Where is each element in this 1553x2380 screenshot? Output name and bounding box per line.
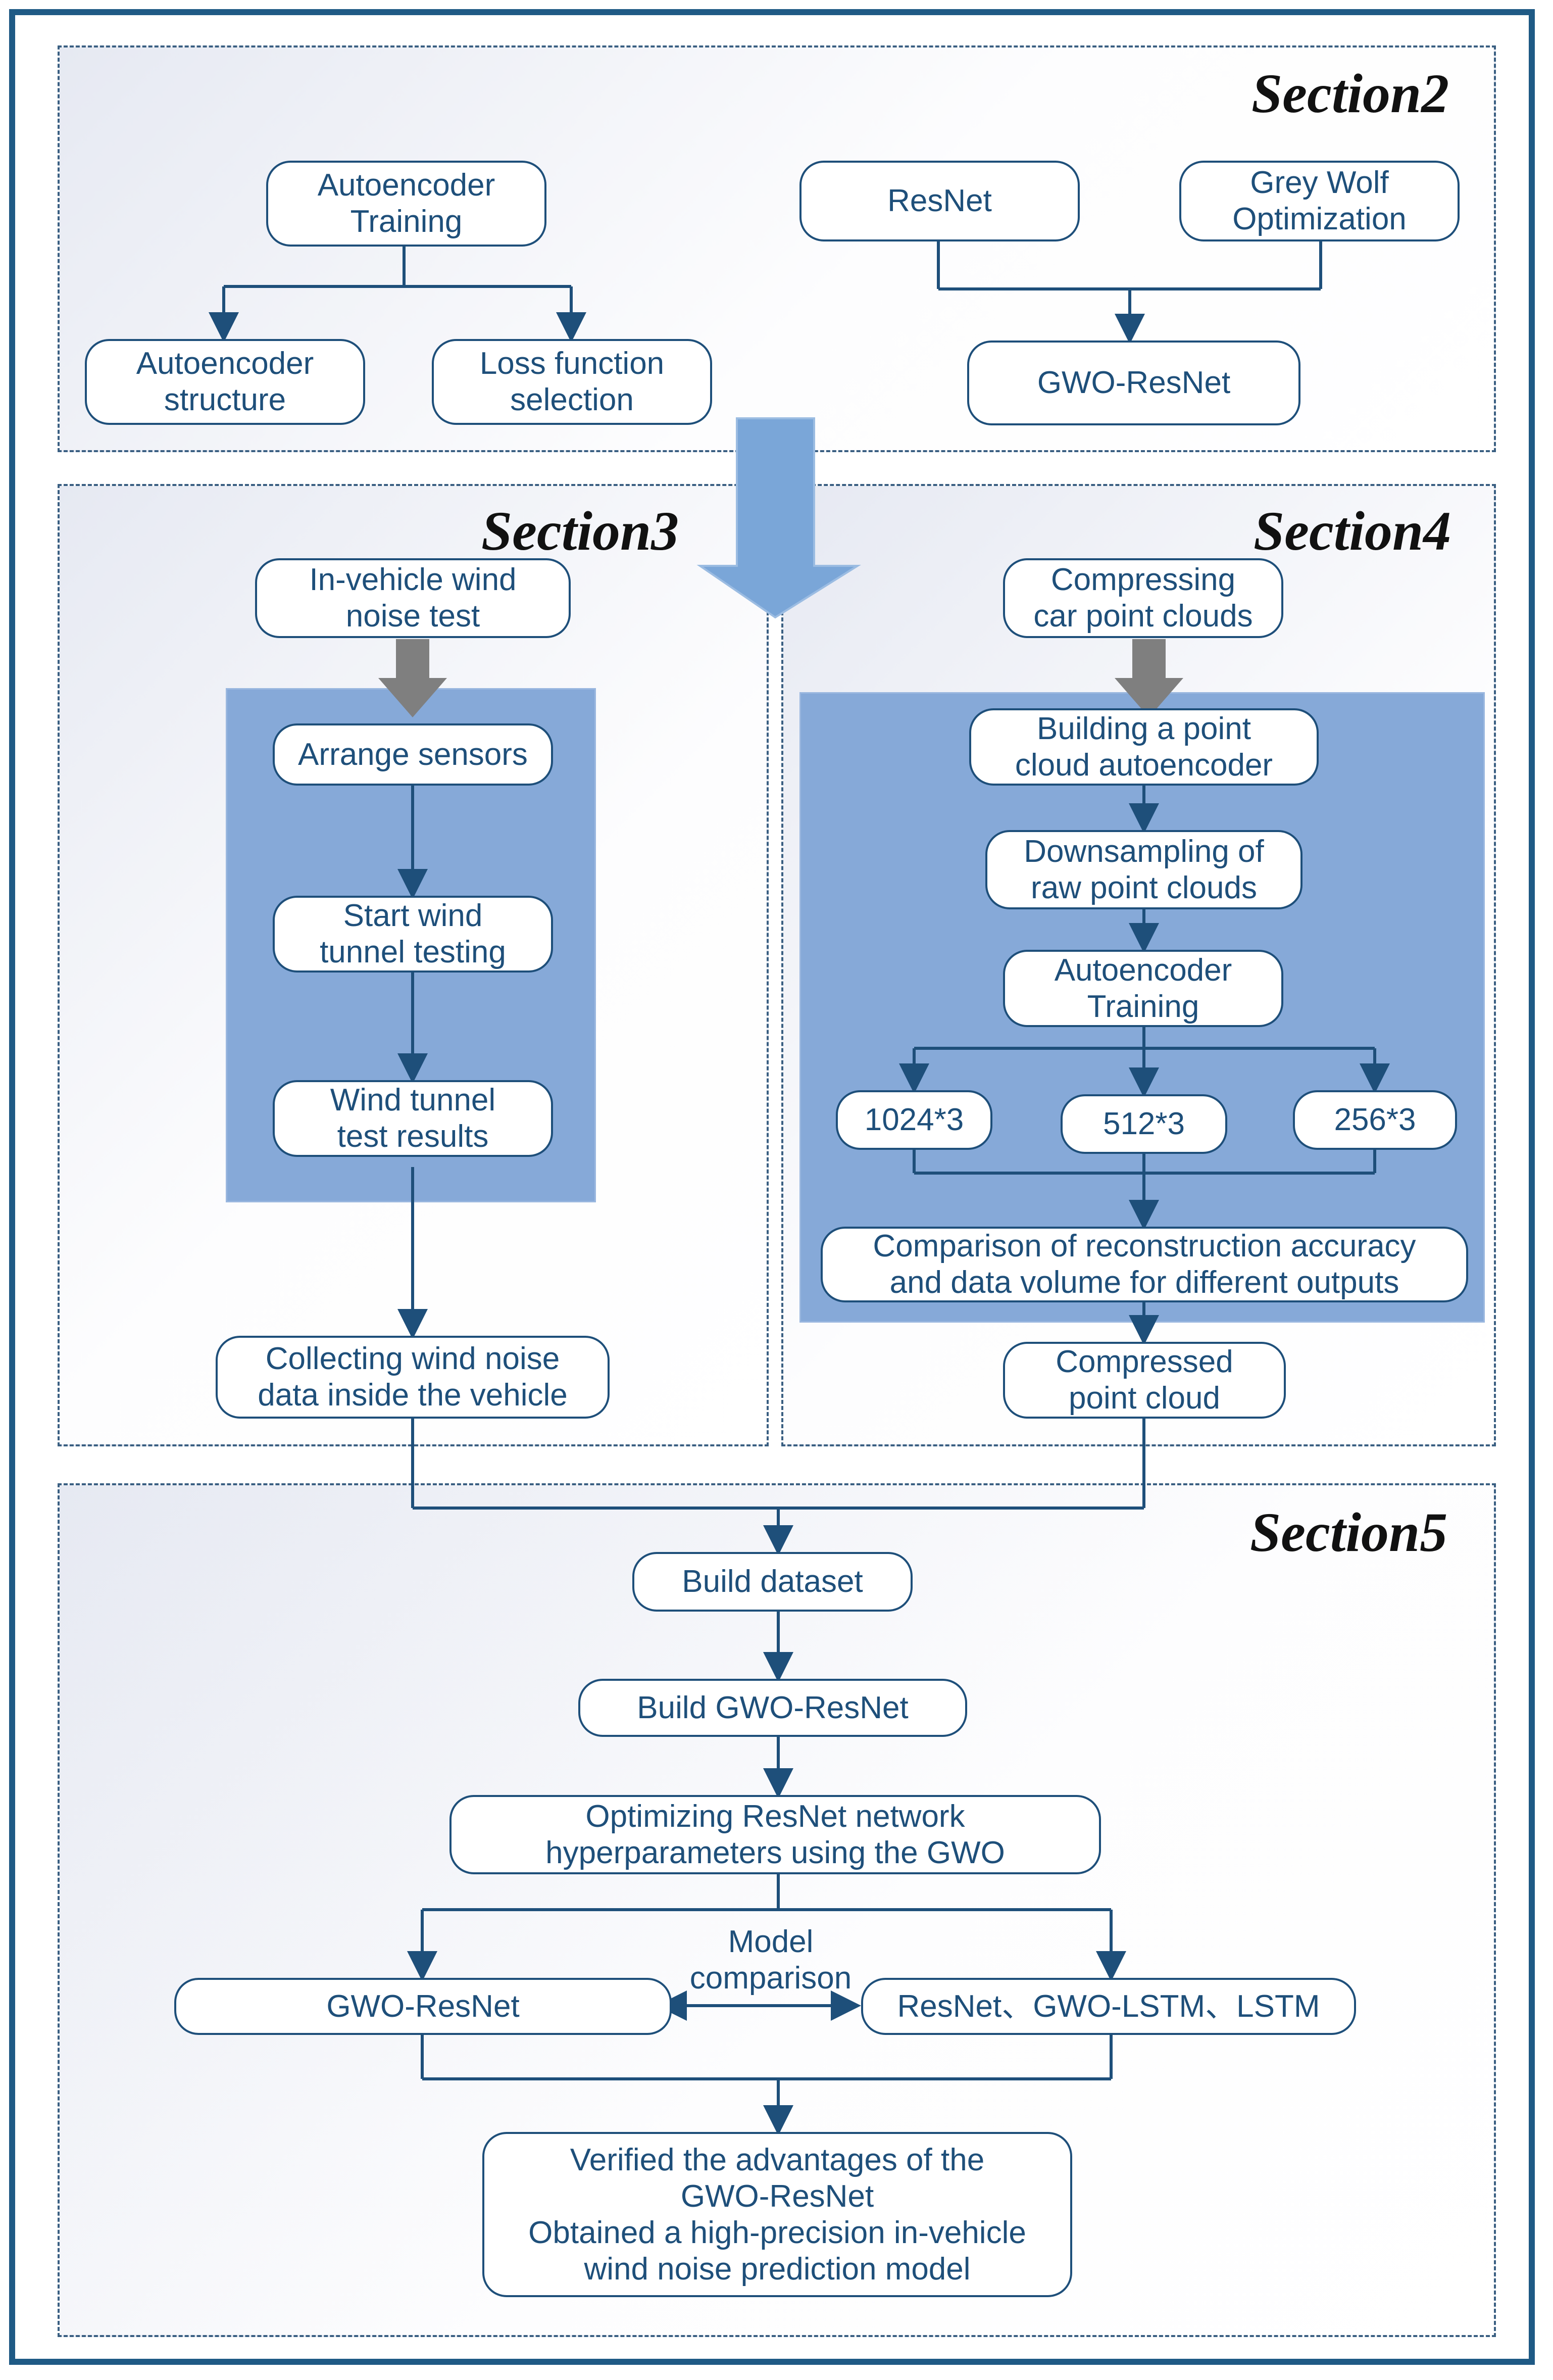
- downsampling-node: Downsampling of raw point clouds: [985, 830, 1302, 909]
- loss-function-label: Loss function selection: [479, 346, 665, 417]
- downsampling-label: Downsampling of raw point clouds: [1024, 834, 1264, 905]
- compressing-clouds-node: Compressing car point clouds: [1003, 558, 1283, 638]
- gwo-resnet-top-node: GWO-ResNet: [967, 341, 1300, 425]
- building-autoencoder-node: Building a point cloud autoencoder: [969, 708, 1319, 786]
- output-1024-node: 1024*3: [836, 1090, 992, 1150]
- gwo-resnet-s5-label: GWO-ResNet: [326, 1988, 520, 2024]
- output-512-node: 512*3: [1061, 1094, 1227, 1154]
- start-wind-tunnel-label: Start wind tunnel testing: [320, 898, 506, 969]
- resnet-label: ResNet: [887, 183, 992, 218]
- autoencoder-training-s4-node: Autoencoder Training: [1003, 950, 1283, 1027]
- grey-wolf-node: Grey Wolf Optimization: [1179, 161, 1460, 241]
- collecting-data-label: Collecting wind noise data inside the ve…: [258, 1341, 568, 1413]
- verified-node: Verified the advantages of the GWO-ResNe…: [482, 2132, 1072, 2297]
- compressed-cloud-label: Compressed point cloud: [1056, 1344, 1233, 1416]
- resnet-node: ResNet: [799, 161, 1080, 241]
- compressed-cloud-node: Compressed point cloud: [1003, 1342, 1286, 1419]
- gray-arrow-section3: [378, 639, 447, 717]
- start-wind-tunnel-node: Start wind tunnel testing: [273, 896, 553, 973]
- output-256-label: 256*3: [1334, 1102, 1416, 1137]
- arrange-sensors-node: Arrange sensors: [273, 723, 553, 786]
- comparison-models-label: ResNet、GWO-LSTM、LSTM: [897, 1988, 1320, 2024]
- wind-noise-test-label: In-vehicle wind noise test: [309, 562, 517, 634]
- comparison-label: Comparison of reconstruction accuracy an…: [873, 1229, 1416, 1300]
- output-256-node: 256*3: [1293, 1090, 1457, 1150]
- loss-function-node: Loss function selection: [432, 339, 712, 425]
- wind-noise-test-node: In-vehicle wind noise test: [255, 558, 571, 638]
- gwo-resnet-s5-node: GWO-ResNet: [174, 1978, 672, 2035]
- gray-arrow-section4: [1115, 639, 1183, 717]
- section3-title: Section3: [481, 500, 679, 562]
- section4-title: Section4: [1254, 500, 1451, 562]
- grey-wolf-label: Grey Wolf Optimization: [1232, 165, 1407, 236]
- build-gwo-resnet-label: Build GWO-ResNet: [637, 1690, 909, 1725]
- autoencoder-training-node: Autoencoder Training: [266, 161, 546, 247]
- wind-tunnel-results-node: Wind tunnel test results: [273, 1080, 553, 1157]
- section5-title: Section5: [1250, 1501, 1448, 1563]
- gwo-resnet-top-label: GWO-ResNet: [1037, 365, 1231, 400]
- autoencoder-structure-node: Autoencoder structure: [85, 339, 365, 425]
- build-dataset-node: Build dataset: [632, 1552, 913, 1612]
- big-flow-arrow: [696, 417, 861, 619]
- output-512-label: 512*3: [1103, 1106, 1185, 1141]
- optimizing-node: Optimizing ResNet network hyperparameter…: [449, 1795, 1101, 1874]
- collecting-data-node: Collecting wind noise data inside the ve…: [216, 1336, 610, 1419]
- arrange-sensors-label: Arrange sensors: [298, 737, 528, 772]
- verified-label: Verified the advantages of the GWO-ResNe…: [528, 2142, 1026, 2287]
- autoencoder-training-label: Autoencoder Training: [317, 168, 495, 239]
- wind-tunnel-results-label: Wind tunnel test results: [330, 1083, 496, 1154]
- comparison-node: Comparison of reconstruction accuracy an…: [821, 1227, 1468, 1302]
- output-1024-label: 1024*3: [864, 1102, 964, 1137]
- build-gwo-resnet-node: Build GWO-ResNet: [578, 1679, 967, 1737]
- building-autoencoder-label: Building a point cloud autoencoder: [1015, 711, 1273, 783]
- autoencoder-structure-label: Autoencoder structure: [136, 346, 314, 417]
- model-comparison-label: Model comparison: [689, 1924, 852, 1996]
- section2-title: Section2: [1251, 63, 1449, 124]
- comparison-models-node: ResNet、GWO-LSTM、LSTM: [861, 1978, 1356, 2035]
- compressing-clouds-label: Compressing car point clouds: [1033, 562, 1253, 634]
- optimizing-label: Optimizing ResNet network hyperparameter…: [545, 1799, 1005, 1870]
- autoencoder-training-s4-label: Autoencoder Training: [1054, 952, 1232, 1024]
- build-dataset-label: Build dataset: [682, 1564, 863, 1599]
